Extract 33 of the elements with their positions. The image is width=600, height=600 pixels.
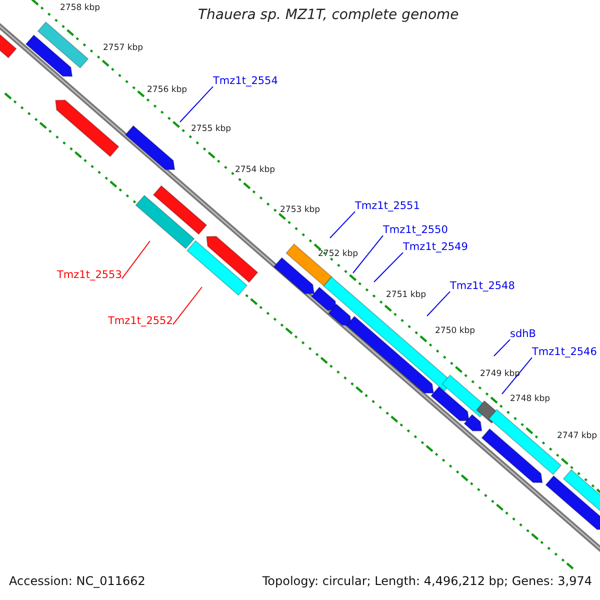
leader-line (330, 211, 356, 238)
genome-stats: Topology: circular; Length: 4,496,212 bp; Genes: 3,974 (262, 575, 592, 588)
leader-line (352, 235, 384, 274)
leader-line (494, 339, 510, 356)
gene-label: Tmz1t_2546 (532, 347, 597, 359)
gene-label: Tmz1t_2549 (403, 242, 468, 254)
leader-line (180, 86, 214, 122)
leader-line (426, 291, 450, 316)
leader-line (172, 286, 202, 326)
gene-label: Tmz1t_2548 (450, 281, 515, 293)
scale-label: 2754 kbp (235, 166, 276, 176)
leader-line (121, 240, 150, 280)
scale-label: 2752 kbp (318, 250, 358, 260)
gene-label: Tmz1t_2552 (108, 316, 173, 328)
gene-label: Tmz1t_2551 (355, 201, 420, 213)
accession-label: Accession: NC_011662 (9, 575, 146, 588)
scale-label: 2755 kbp (191, 125, 232, 134)
scale-label: 2749 kbp (480, 370, 520, 380)
leader-line (374, 252, 404, 282)
scale-label: 2757 kbp (103, 44, 144, 54)
gene-label: Tmz1t_2553 (57, 270, 122, 282)
leader-line (502, 357, 532, 394)
genome-title: Thauera sp. MZ1T, complete genome (197, 8, 459, 24)
scale-label: 2747 kbp (557, 432, 598, 442)
gene-label: sdhB (510, 329, 536, 341)
gene-label: Tmz1t_2554 (213, 76, 278, 88)
scale-label: 2751 kbp (386, 291, 426, 300)
gene-label: Tmz1t_2550 (383, 225, 448, 237)
scale-label: 2753 kbp (280, 206, 320, 216)
scale-label: 2758 kbp (60, 4, 100, 14)
scale-label: 2756 kbp (147, 86, 188, 96)
scale-label: 2748 kbp (510, 395, 550, 404)
scale-label: 2750 kbp (435, 327, 476, 336)
